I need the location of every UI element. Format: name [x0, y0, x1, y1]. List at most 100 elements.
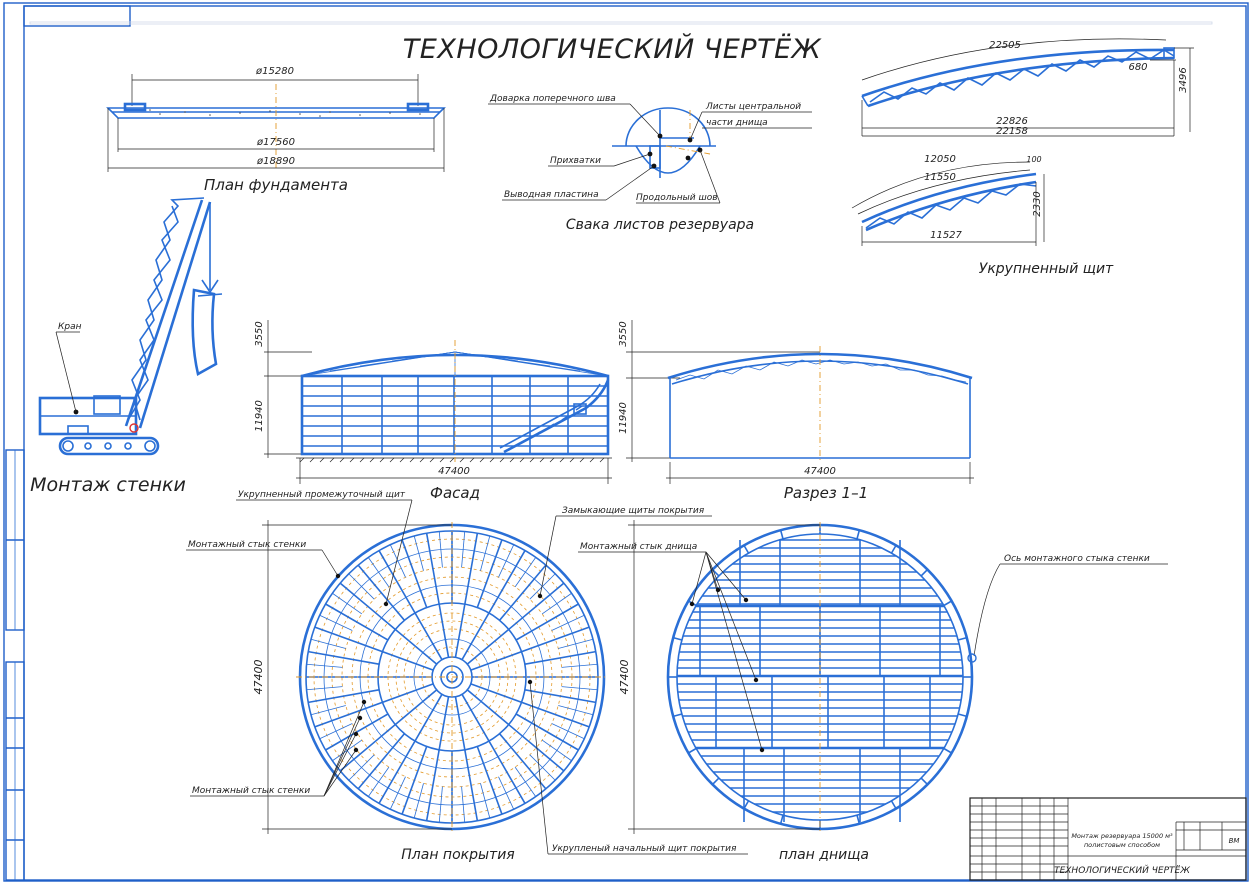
roof-sub-spoke — [541, 739, 572, 762]
roof-sub-spoke — [339, 582, 368, 607]
roof-sub-spoke — [325, 603, 357, 623]
foundation-dim-top: ø15280 — [255, 66, 294, 77]
annular-joint — [856, 814, 861, 825]
roof-plan-caption: План покрытия — [401, 847, 514, 863]
roof-sub-spoke — [426, 785, 434, 821]
roof-sub-spoke — [339, 747, 368, 772]
roof-sub-spoke — [558, 705, 594, 716]
roof-sub-spoke — [332, 592, 363, 615]
bottom-annular-joints — [668, 525, 972, 829]
roof-label-joint-top: Монтажный стык стенки — [188, 540, 306, 550]
section-drawing: 3550 11940 47400 Разрез 1–1 — [618, 320, 974, 502]
annular-joint — [672, 713, 683, 718]
roof-sub-spoke — [461, 786, 466, 823]
facade-dim-wall: 11940 — [254, 400, 265, 432]
annular-joint — [920, 568, 929, 577]
welding-caption: Свака листов резервуара — [566, 217, 754, 233]
title-block-desc-1: Монтаж резервуара 15000 м³ — [1071, 832, 1173, 840]
panel-caption: Укрупненный щит — [979, 261, 1114, 277]
roof-sub-spoke — [308, 695, 344, 703]
roof-sub-spoke — [551, 614, 585, 631]
roof-sub-spoke — [480, 535, 491, 571]
annular-joint — [957, 713, 968, 718]
annular-joint — [920, 777, 929, 786]
roof-sub-spoke — [561, 686, 598, 691]
panel-big-chord1: 22826 — [996, 116, 1028, 127]
panel-small-arc2: 11550 — [924, 172, 956, 183]
panel-big-height: 3496 — [1178, 67, 1189, 92]
roof-sub-spoke — [551, 723, 585, 740]
title-block-sheet-title: ТЕХНОЛОГИЧЕСКИЙ ЧЕРТЁЖ — [1054, 864, 1190, 876]
roof-sub-spoke — [413, 783, 424, 819]
welding-label-sheets-2: части днища — [706, 118, 768, 128]
roof-sub-spoke — [325, 731, 357, 751]
roof-sub-spoke — [310, 638, 346, 649]
roof-sub-spoke — [389, 544, 406, 578]
roof-sub-spoke — [522, 564, 547, 593]
roof-sub-spoke — [314, 714, 349, 728]
roof-sub-spoke — [555, 714, 590, 728]
section-caption: Разрез 1–1 — [784, 484, 868, 502]
roof-sub-spoke — [547, 731, 579, 751]
roof-sub-spoke — [378, 772, 398, 804]
crane-label: Кран — [58, 322, 82, 332]
welding-label-longitudinal: Продольный шов — [636, 193, 718, 203]
annular-joint — [943, 600, 953, 607]
roof-plan-dim: 47400 — [252, 660, 265, 695]
annular-joint — [890, 544, 897, 554]
roof-sub-spoke — [306, 686, 343, 691]
roof-sub-spoke — [308, 651, 344, 659]
panel-small-chord: 11527 — [930, 230, 962, 241]
foundation-dim-bottom: ø18890 — [256, 156, 295, 167]
roof-sub-spoke — [489, 539, 503, 574]
bottom-plan-dim: 47400 — [618, 660, 631, 695]
roof-sub-spoke — [522, 761, 547, 790]
annular-joint — [672, 636, 683, 641]
roof-sub-spoke — [541, 592, 572, 615]
welding-detail: Доварка поперечного шва Листы центрально… — [488, 94, 812, 233]
roof-sub-spoke — [461, 531, 466, 568]
annular-joint — [856, 529, 861, 540]
roof-sub-spoke — [529, 573, 556, 600]
facade-caption: Фасад — [430, 484, 480, 502]
roof-sub-spoke — [560, 651, 596, 659]
roof-sub-spoke — [498, 544, 515, 578]
roof-sub-spoke — [413, 535, 424, 571]
facade-dim-width: 47400 — [438, 466, 470, 477]
roof-sub-spoke — [561, 663, 598, 668]
panel-small-arc1: 12050 — [924, 154, 956, 165]
section-dim-roof: 3550 — [618, 321, 629, 346]
annular-joint — [743, 544, 750, 554]
facade-dim-roof: 3550 — [254, 321, 265, 346]
roof-sub-spoke — [348, 573, 375, 600]
title-block-code: ВМ — [1229, 837, 1240, 845]
facade-wall-courses — [302, 376, 608, 454]
panel-small-side: 100 — [1026, 155, 1041, 164]
enlarged-panel: 22505 680 3496 22826 22158 12050 11550 1… — [851, 38, 1194, 277]
roof-sub-spoke — [319, 723, 353, 740]
foundation-caption: План фундамента — [204, 176, 348, 194]
annular-joint — [957, 636, 968, 641]
roof-sub-spoke — [514, 766, 537, 797]
title-block-desc-2: полистовым способом — [1084, 841, 1160, 849]
roof-sub-spoke — [506, 550, 526, 582]
annular-joint — [711, 777, 720, 786]
roof-sub-spoke — [401, 780, 415, 815]
welding-label-tacks: Прихватки — [550, 156, 601, 166]
bottom-plan-caption: план днища — [779, 847, 869, 863]
page-title: ТЕХНОЛОГИЧЕСКИЙ ЧЕРТЁЖ — [403, 33, 822, 65]
roof-label-closing: Замыкающие щиты покрытия — [562, 506, 705, 516]
annular-joint — [779, 529, 784, 540]
roof-sub-spoke — [314, 626, 349, 640]
bottom-label-wall-axis: Ось монтажного стыка стенки — [1004, 554, 1150, 564]
roof-sub-spoke — [319, 614, 353, 631]
roof-sub-spoke — [426, 533, 434, 569]
roof-sub-spoke — [438, 786, 443, 823]
roof-plan: 47400 Укрупненный промежуточный щит Монт… — [186, 490, 748, 863]
panel-big-side: 680 — [1128, 62, 1147, 73]
roof-sub-spoke — [498, 776, 515, 810]
annular-joint — [687, 747, 697, 754]
roof-sub-spoke — [506, 772, 526, 804]
sheet-frame — [3, 2, 1249, 882]
